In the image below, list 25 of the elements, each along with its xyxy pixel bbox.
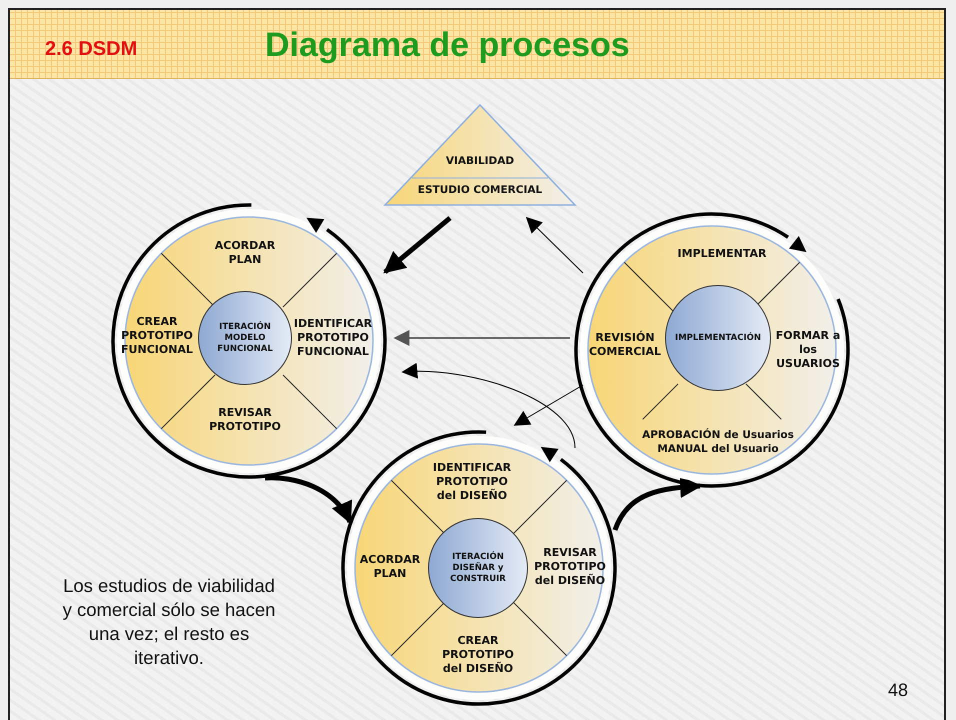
quadrant-label: CREAR PROTOTIPO del DISEÑO [432,634,524,676]
arrow [264,475,352,524]
quadrant-label: APROBACIÓN de Usuarios MANUAL del Usuario [630,428,806,456]
slide-title: Diagrama de procesos [265,26,630,65]
arrow [526,216,584,274]
triangle-label: ESTUDIO COMERCIAL [416,184,544,196]
quadrant-label: REVISIÓN COMERCIAL [585,331,665,359]
quadrant-label: FORMAR a los USUARIOS [772,329,844,371]
quadrant-label: IDENTIFICAR PROTOTIPO del DISEÑO [429,461,515,503]
triangle-shape [385,105,575,205]
quadrant-label: CREAR PROTOTIPO FUNCIONAL [114,315,200,357]
section-label: 2.6 DSDM [45,38,138,61]
quadrant-label: REVISAR PROTOTIPO del DISEÑO [528,546,612,588]
quadrant-label: ACORDAR PLAN [355,553,425,581]
arrow [393,330,570,346]
triangle-label: VIABILIDAD [444,155,516,167]
note-text: Los estudios de viabilidad y comercial sólo se hacen una vez; el resto es iterativo. [62,574,276,670]
arrow [401,363,576,448]
quadrant-label: IMPLEMENTAR [667,247,777,261]
arrow [514,384,584,426]
arrow [612,476,702,531]
quadrant-label: ACORDAR PLAN [205,239,285,267]
quadrant-label: REVISAR PROTOTIPO [200,406,290,434]
arrow [383,216,452,274]
page-number: 48 [888,680,908,701]
